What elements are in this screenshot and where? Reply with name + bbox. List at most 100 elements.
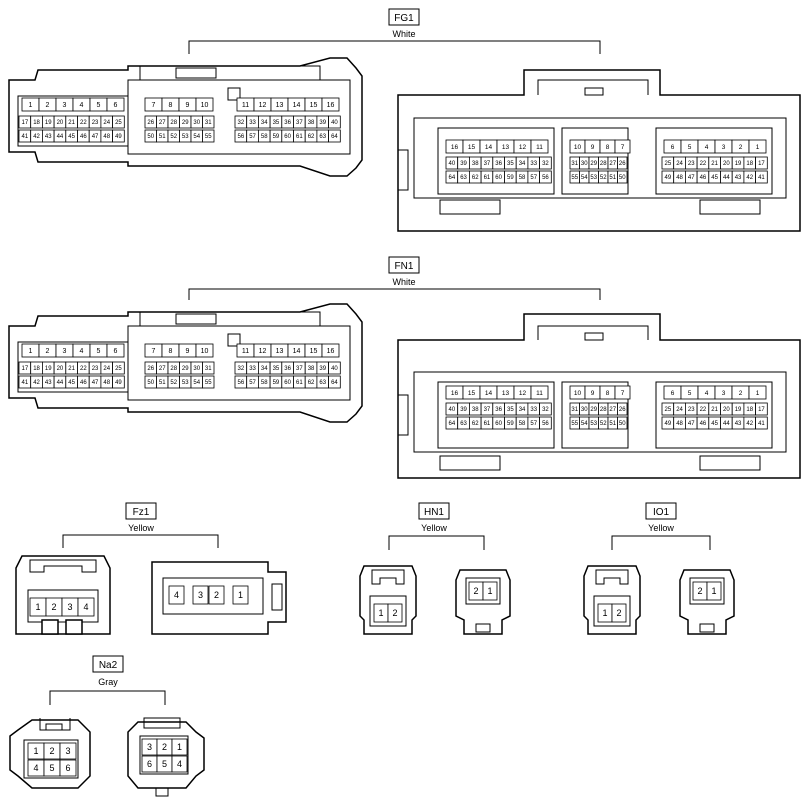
pin-cavity: 19 [731, 156, 745, 170]
pin-cavity: 57 [246, 129, 259, 143]
pin-cavity: 4 [72, 343, 91, 358]
pin-cavity: 50 [144, 129, 157, 143]
pin-number: 23 [688, 161, 695, 167]
pin-cell [706, 581, 722, 601]
pin-number: 38 [472, 407, 479, 413]
pin-cavity: 3 [59, 742, 77, 760]
pin-number: 4 [174, 590, 179, 600]
pin-number: 31 [205, 366, 212, 372]
pin-cavity: 26 [617, 156, 628, 170]
pin-number: 54 [193, 380, 200, 386]
pin-cell [171, 755, 188, 773]
pin-number: 45 [68, 134, 75, 140]
pin-number: 14 [293, 102, 301, 109]
pin-number: 55 [205, 134, 212, 140]
pin-number: 40 [331, 366, 338, 372]
pin-number: 29 [182, 366, 189, 372]
pin-number: 1 [29, 348, 33, 355]
pin-number: 1 [756, 390, 760, 397]
pin-cavity: 2 [45, 597, 63, 617]
pin-number: 19 [735, 407, 742, 413]
pin-number: 39 [460, 407, 467, 413]
pin-cavity: 3 [714, 139, 733, 154]
pin-cavity: 2 [611, 603, 627, 623]
pin-cavity: 63 [457, 170, 470, 184]
pin-number: 14 [485, 390, 493, 397]
pin-cavity: 18 [30, 115, 43, 129]
pin-number: 62 [472, 175, 479, 181]
pin-number: 29 [590, 407, 597, 413]
pin-number: 28 [170, 120, 177, 126]
pin-number: 7 [621, 390, 625, 397]
pin-number: 55 [205, 380, 212, 386]
pin-number: 8 [169, 102, 173, 109]
pin-cavity: 10 [195, 97, 214, 112]
pin-number: 2 [46, 348, 50, 355]
pin-cavity: 4 [171, 755, 188, 773]
pin-cavity: 5 [43, 759, 61, 777]
pin-number: 63 [319, 134, 326, 140]
pin-cell [530, 139, 549, 154]
pin-number: 38 [308, 120, 315, 126]
pin-cavity: 51 [607, 416, 618, 430]
pin-number: 2 [214, 590, 219, 600]
pin-cavity: 45 [708, 416, 721, 430]
pin-cavity: 30 [190, 115, 203, 129]
pin-number: 2 [473, 586, 478, 596]
pin-cell [617, 402, 628, 416]
pin-cell [328, 115, 341, 129]
pin-number: 13 [502, 390, 510, 397]
pin-cavity: 40 [328, 115, 341, 129]
pin-number: 15 [310, 348, 318, 355]
pin-number: 48 [103, 380, 110, 386]
pin-number: 43 [735, 421, 742, 427]
pin-cavity: 60 [492, 416, 505, 430]
pin-number: 26 [147, 120, 154, 126]
pin-cell [106, 343, 125, 358]
pin-cavity: 31 [202, 115, 215, 129]
pin-cavity: 2 [156, 738, 173, 756]
pin-number: 54 [193, 134, 200, 140]
pin-number: 35 [273, 120, 280, 126]
hn1-color: Yellow [421, 523, 447, 533]
pin-number: 52 [170, 380, 177, 386]
pin-cavity: 2 [38, 343, 57, 358]
pin-number: 3 [63, 348, 67, 355]
pin-number: 35 [273, 366, 280, 372]
pin-cell [328, 361, 341, 375]
pin-number: 55 [571, 421, 578, 427]
pin-number: 56 [542, 175, 549, 181]
pin-cavity: 30 [579, 156, 590, 170]
pin-cavity: 33 [527, 402, 541, 416]
pin-cavity: 10 [569, 139, 586, 154]
pin-cavity: 13 [270, 343, 289, 358]
pin-cavity: 56 [234, 129, 248, 143]
pin-cavity: 54 [579, 170, 590, 184]
pin-cavity: 1 [482, 581, 498, 601]
pin-cell [171, 738, 188, 756]
pin-number: 4 [80, 348, 84, 355]
pin-number: 42 [33, 380, 40, 386]
pin-cavity: 42 [743, 416, 757, 430]
pin-number: 57 [249, 134, 256, 140]
pin-cell [614, 139, 631, 154]
pin-number: 40 [449, 161, 456, 167]
pin-cell [232, 585, 249, 605]
pin-cavity: 36 [281, 361, 294, 375]
pin-number: 30 [193, 120, 200, 126]
pin-cavity: 54 [579, 416, 590, 430]
pin-cavity: 64 [445, 170, 459, 184]
pin-cavity: 32 [539, 402, 552, 416]
pin-cavity: 47 [685, 416, 698, 430]
pin-cavity: 50 [617, 416, 628, 430]
pin-cavity: 37 [293, 361, 306, 375]
pin-cavity: 7 [614, 139, 631, 154]
pin-cavity: 38 [304, 115, 318, 129]
pin-cavity: 28 [167, 361, 180, 375]
